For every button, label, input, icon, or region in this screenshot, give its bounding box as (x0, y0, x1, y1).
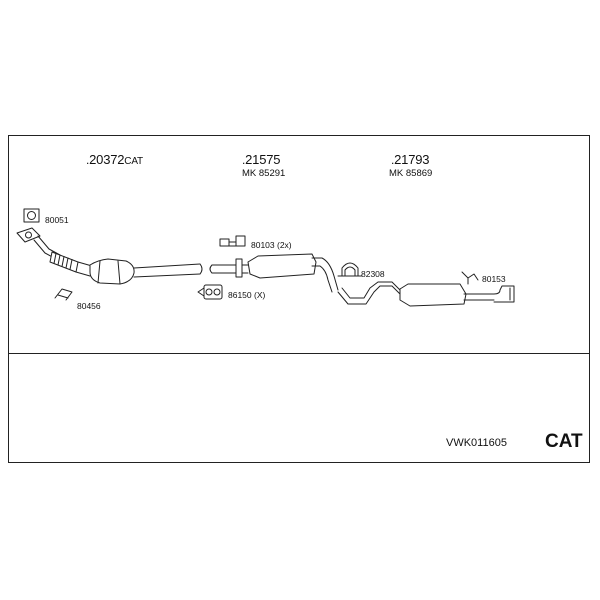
bracket-80153-icon (461, 271, 479, 285)
part-number-catalytic: .20372CAT (86, 152, 143, 167)
diagram-divider (8, 353, 590, 354)
bracket-80456-icon (54, 288, 73, 301)
part-number-value: 21575 (245, 152, 281, 167)
mounting-kit-front-muffler: MK 85291 (242, 168, 286, 179)
mounting-kit-rear-muffler: MK 85869 (389, 168, 433, 179)
hanger-80103-icon (219, 235, 246, 247)
clamp-82308-icon (337, 262, 363, 277)
part-number-suffix: CAT (124, 156, 143, 167)
label-80051: 80051 (45, 215, 69, 225)
kit-reference: VWK011605 (446, 437, 507, 449)
front-pipe-icon (16, 227, 93, 277)
rear-muffler-assembly-icon (337, 281, 515, 307)
part-number-front-muffler: .21575 (242, 152, 281, 167)
label-82308: 82308 (361, 269, 385, 279)
category-label: CAT (545, 431, 583, 452)
part-number-value: 21793 (394, 152, 430, 167)
part-number-rear-muffler: .21793 (391, 152, 430, 167)
clamp-86150-icon (197, 284, 223, 300)
label-80153: 80153 (482, 274, 506, 284)
label-86150: 86150 (X) (228, 290, 266, 300)
diagram-frame (8, 135, 590, 463)
front-muffler-assembly-icon (209, 253, 339, 293)
label-80103: 80103 (2x) (251, 240, 292, 250)
label-80456: 80456 (77, 301, 101, 311)
catalytic-converter-icon (89, 258, 203, 285)
part-number-value: 20372 (89, 152, 125, 167)
gasket-80051-icon (23, 208, 40, 223)
